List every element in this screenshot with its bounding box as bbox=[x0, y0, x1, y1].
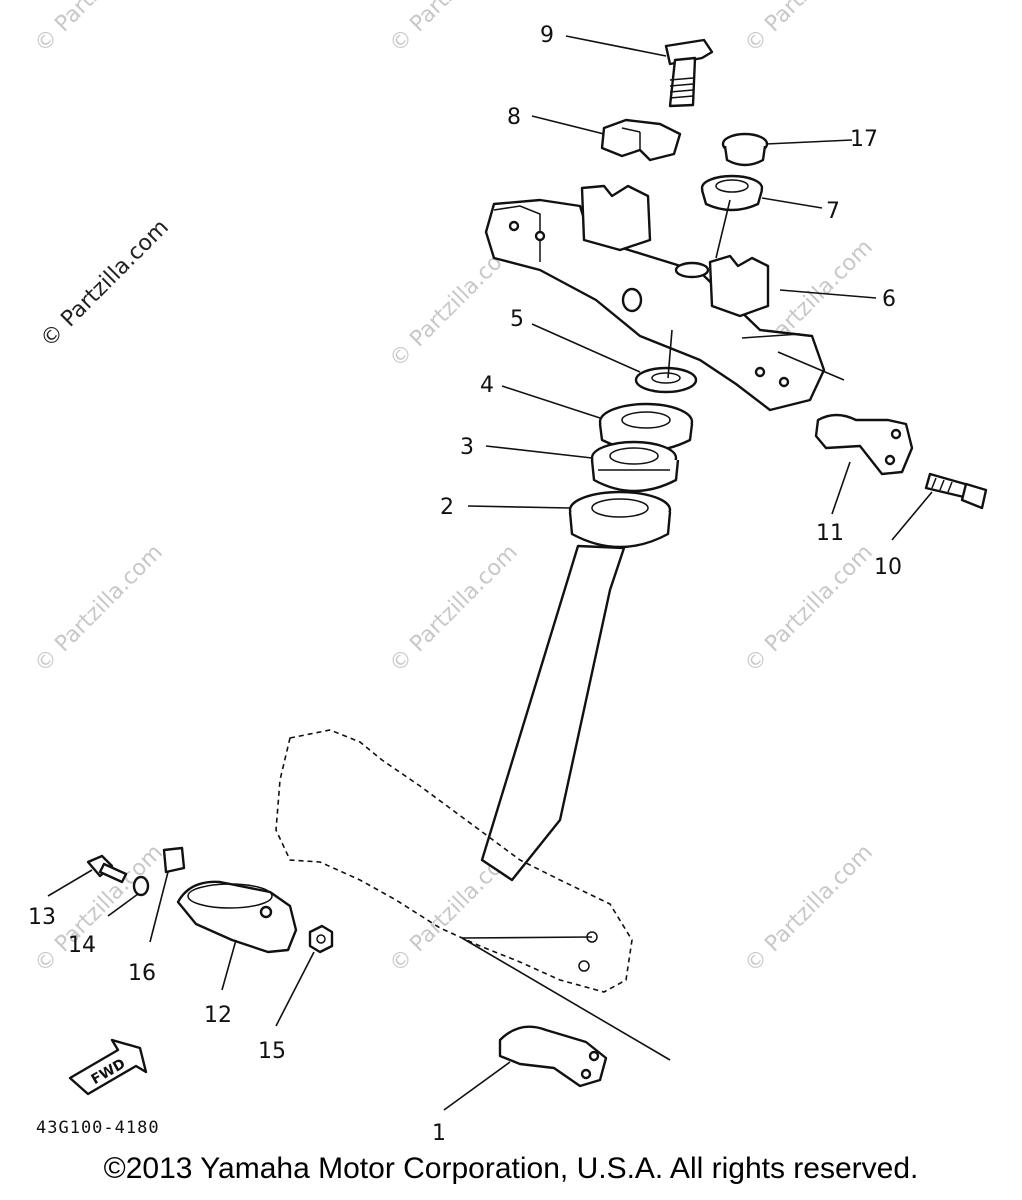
callout-11: 11 bbox=[816, 521, 844, 546]
leader-lines bbox=[47, 35, 933, 1111]
part-6-upper-bracket bbox=[484, 184, 826, 412]
part-11-bracket bbox=[814, 413, 914, 476]
fwd-arrow-icon: FWD bbox=[68, 1038, 148, 1096]
callout-6: 6 bbox=[882, 287, 896, 312]
callout-3: 3 bbox=[460, 435, 474, 460]
callout-9: 9 bbox=[540, 23, 554, 48]
part-17-cap bbox=[721, 132, 769, 167]
callout-16: 16 bbox=[128, 961, 156, 986]
callout-1: 1 bbox=[432, 1121, 446, 1146]
part-12-clamp bbox=[176, 880, 298, 954]
part-1-steering-stem bbox=[275, 544, 671, 1061]
callout-15: 15 bbox=[258, 1039, 286, 1064]
part-7-crown-nut bbox=[700, 174, 764, 212]
part-3-bearing bbox=[590, 440, 680, 493]
part-14-washer bbox=[132, 875, 150, 897]
copyright-notice: ©2013 Yamaha Motor Corporation, U.S.A. A… bbox=[103, 1152, 919, 1185]
part-10-bolt bbox=[924, 472, 988, 510]
callout-13: 13 bbox=[28, 905, 56, 930]
callout-14: 14 bbox=[68, 933, 96, 958]
callout-4: 4 bbox=[480, 373, 494, 398]
part-15-nut bbox=[308, 924, 334, 954]
part-9-bolt bbox=[664, 38, 714, 108]
part-13-bolt bbox=[86, 854, 128, 884]
part-1-cable-guide bbox=[498, 1025, 608, 1088]
callout-12: 12 bbox=[204, 1003, 232, 1028]
callout-2: 2 bbox=[440, 495, 454, 520]
callout-10: 10 bbox=[874, 555, 902, 580]
part-5-ring-nut bbox=[634, 366, 698, 394]
part-2-bearing-race bbox=[568, 490, 672, 549]
part-8-clamp-cap bbox=[600, 118, 682, 162]
callout-7: 7 bbox=[826, 199, 840, 224]
part-code: 43G100-4180 bbox=[36, 1118, 160, 1138]
part-16-collar bbox=[162, 846, 186, 874]
callout-5: 5 bbox=[510, 307, 524, 332]
callout-8: 8 bbox=[507, 105, 521, 130]
callout-17: 17 bbox=[850, 127, 878, 152]
